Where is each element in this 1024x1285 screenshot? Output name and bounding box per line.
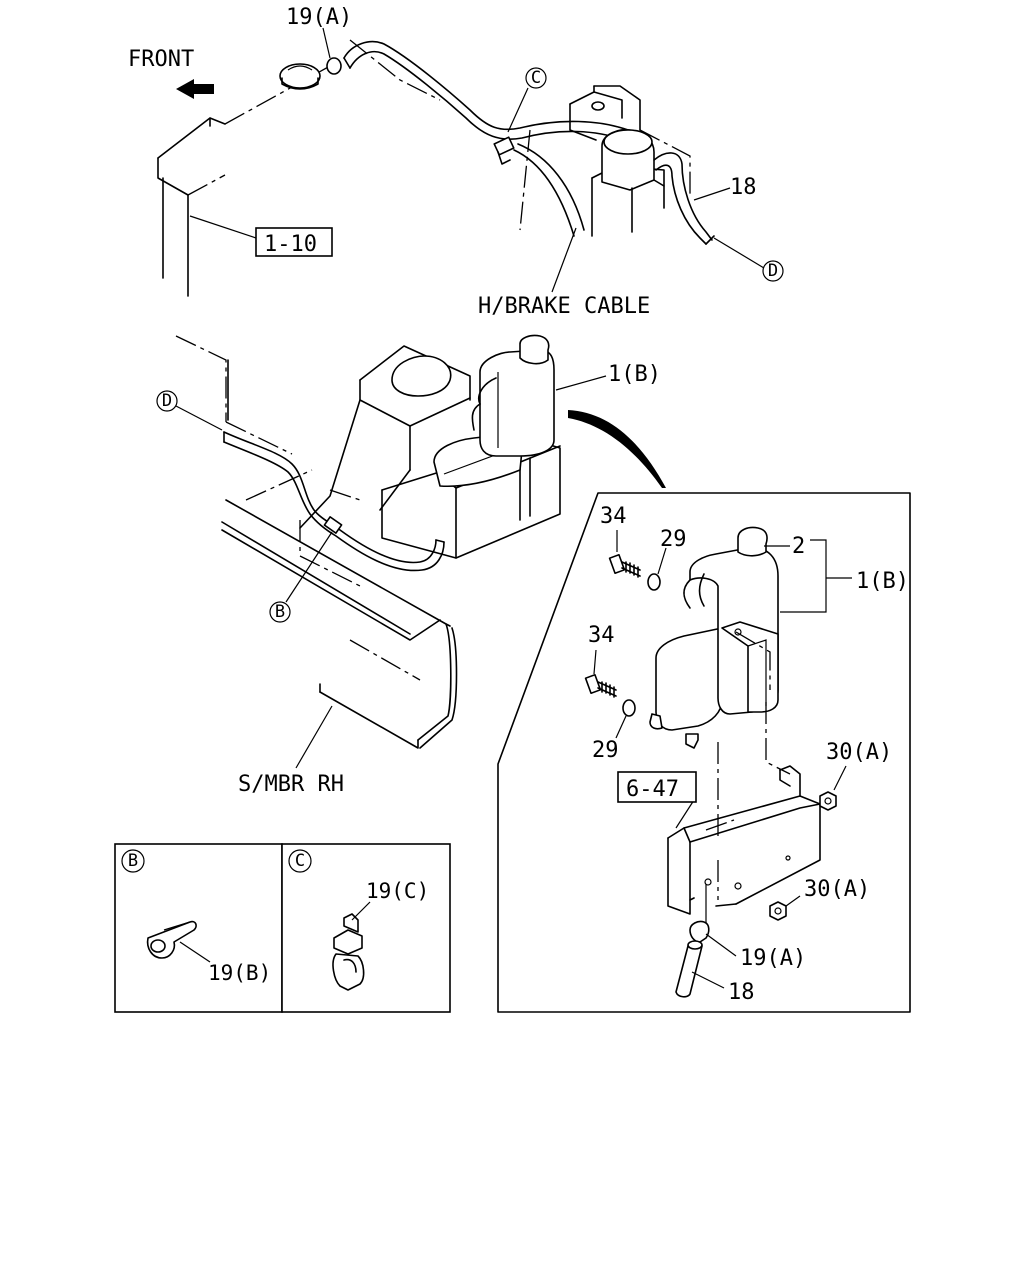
callout-cap: 2 — [792, 534, 805, 559]
callout-bolt-upper: 34 — [600, 504, 627, 529]
marker-b-left: B — [275, 602, 285, 622]
marker-b-left-circle — [269, 601, 291, 623]
callout-clip-c: 19(C) — [366, 879, 429, 903]
panel-c — [281, 843, 451, 1013]
marker-c-top-circle — [525, 67, 547, 89]
callout-nut-lower: 30(A) — [804, 877, 870, 902]
marker-d-left: D — [162, 391, 172, 411]
detail-bolt-lower — [584, 649, 617, 698]
callout-tank-detail: 1(B) — [856, 569, 909, 594]
detail-nut-lower — [769, 895, 801, 921]
detail-pointer-arrow — [568, 410, 666, 488]
leader-ref-bracket — [675, 799, 695, 829]
clip-19c — [332, 901, 371, 991]
reservoir-mounted — [381, 334, 561, 559]
detail-bracket — [667, 631, 821, 924]
ref-box-bracket — [617, 771, 697, 803]
bracket-tank — [780, 539, 827, 613]
callout-hose-top: 18 — [730, 175, 757, 200]
front-arrow — [176, 79, 214, 99]
marker-b-panel: B — [128, 851, 138, 871]
detail-hose-18 — [675, 940, 725, 998]
brake-cable-label: H/BRAKE CABLE — [478, 294, 650, 319]
hose-18-top — [653, 152, 765, 269]
brake-cable — [513, 143, 585, 293]
ref-bracket-label: 6-47 — [626, 777, 679, 802]
leader-tank-main — [555, 375, 607, 391]
leader-c-top — [507, 87, 529, 133]
leader-washer-lower — [615, 715, 627, 739]
leader-d-left — [175, 405, 223, 431]
callout-washer-lower: 29 — [592, 738, 619, 763]
leader-washer-upper — [657, 547, 667, 575]
marker-c-top: C — [531, 68, 541, 88]
ref-box-radiator — [255, 227, 333, 257]
hose-18-mid — [223, 431, 445, 572]
clip-c-top — [493, 136, 515, 165]
detail-washer-upper — [647, 573, 661, 591]
leader-b-left — [285, 531, 333, 603]
callout-nut-upper: 30(A) — [826, 740, 892, 765]
side-member — [175, 335, 458, 769]
marker-c-panel: C — [295, 851, 305, 871]
marker-d-top-circle — [762, 260, 784, 282]
clip-19a-top — [322, 27, 342, 75]
battery-box — [299, 345, 471, 529]
ref-radiator-label: 1-10 — [264, 232, 317, 257]
marker-c-panel-circle — [288, 849, 312, 873]
callout-washer-upper: 29 — [660, 527, 687, 552]
callout-hose-detail: 18 — [728, 980, 755, 1005]
callout-tank-main: 1(B) — [608, 362, 661, 387]
detail-washer-lower — [622, 699, 636, 717]
detail-reservoir-tank — [649, 526, 779, 749]
callout-bolt-lower: 34 — [588, 623, 615, 648]
leader-ref-radiator — [189, 215, 257, 239]
callout-clip-b: 19(B) — [208, 961, 271, 985]
overflow-hose-top — [343, 40, 629, 141]
radiator-cap — [279, 63, 321, 90]
side-member-label: S/MBR RH — [238, 772, 344, 797]
marker-d-left-circle — [156, 390, 178, 412]
detail-clip-19a — [689, 920, 737, 957]
reservoir-top-view — [519, 85, 691, 237]
marker-d-top: D — [768, 261, 778, 281]
callout-clip-top: 19(A) — [286, 5, 352, 30]
detail-nut-upper — [819, 765, 847, 811]
callout-clip-detail: 19(A) — [740, 946, 806, 971]
front-label: FRONT — [128, 47, 194, 72]
panel-b — [114, 843, 283, 1013]
detail-bolt-upper — [608, 530, 641, 578]
clip-19b — [146, 920, 211, 963]
detail-panel — [497, 492, 911, 1013]
marker-b-panel-circle — [121, 849, 145, 873]
